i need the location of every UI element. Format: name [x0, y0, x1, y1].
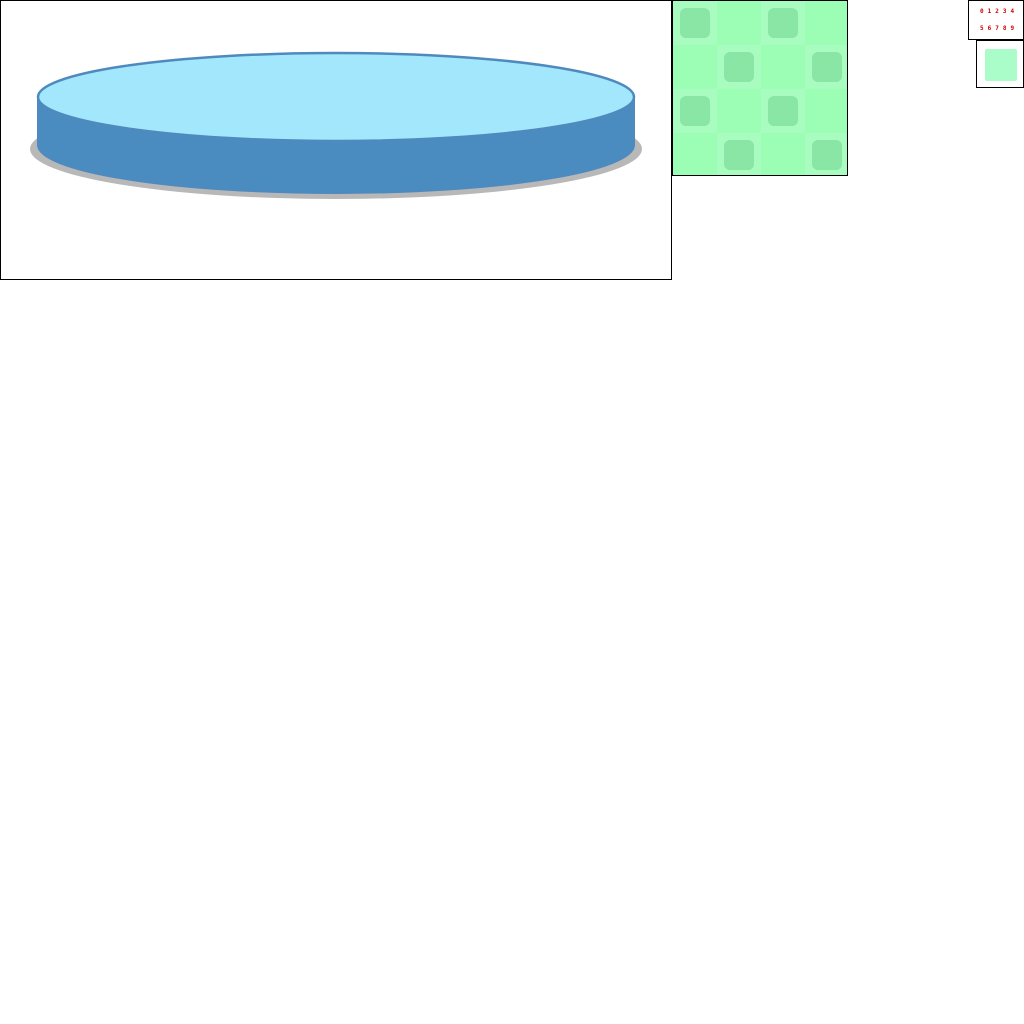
- tile-knob: [768, 8, 798, 38]
- tile-cell: [805, 133, 847, 175]
- platform-disc-graphic: [30, 51, 642, 199]
- tile-cell: [673, 133, 717, 175]
- platform-top: [36, 51, 636, 143]
- tile-cell: [673, 89, 717, 133]
- tile-knob: [812, 140, 842, 170]
- tile-knob: [768, 96, 798, 126]
- platform-disc-sprite: [0, 0, 672, 280]
- swatch-fill: [985, 49, 1017, 81]
- swatch-tile-sprite: [976, 40, 1024, 88]
- tile-cell: [717, 45, 761, 89]
- tile-sheet-sprite: [672, 0, 848, 176]
- digit-glyph: 3: [1002, 8, 1007, 15]
- digit-glyph: 8: [1002, 25, 1007, 32]
- tile-cell: [761, 133, 805, 175]
- digit-glyph: 4: [1010, 8, 1015, 15]
- tile-knob: [680, 8, 710, 38]
- tile-knob: [724, 140, 754, 170]
- tile-cell: [673, 45, 717, 89]
- tile-cell: [717, 1, 761, 45]
- tile-cell: [673, 1, 717, 45]
- digit-glyph: 5: [979, 25, 984, 32]
- tile-grid: [673, 1, 847, 175]
- digit-glyph: 9: [1010, 25, 1015, 32]
- digit-glyph: 0: [979, 8, 984, 15]
- digit-glyph: 2: [995, 8, 999, 15]
- tile-knob: [680, 96, 710, 126]
- tile-cell: [761, 89, 805, 133]
- tile-knob: [724, 52, 754, 82]
- tile-cell: [805, 89, 847, 133]
- tile-cell: [717, 89, 761, 133]
- tile-knob: [812, 52, 842, 82]
- tile-cell: [761, 1, 805, 45]
- digit-glyph: 7: [995, 25, 999, 32]
- tile-cell: [805, 45, 847, 89]
- digit-glyph: 1: [987, 8, 992, 15]
- digit-glyph: 6: [987, 25, 992, 32]
- tile-cell: [761, 45, 805, 89]
- tile-cell: [805, 1, 847, 45]
- tile-cell: [717, 133, 761, 175]
